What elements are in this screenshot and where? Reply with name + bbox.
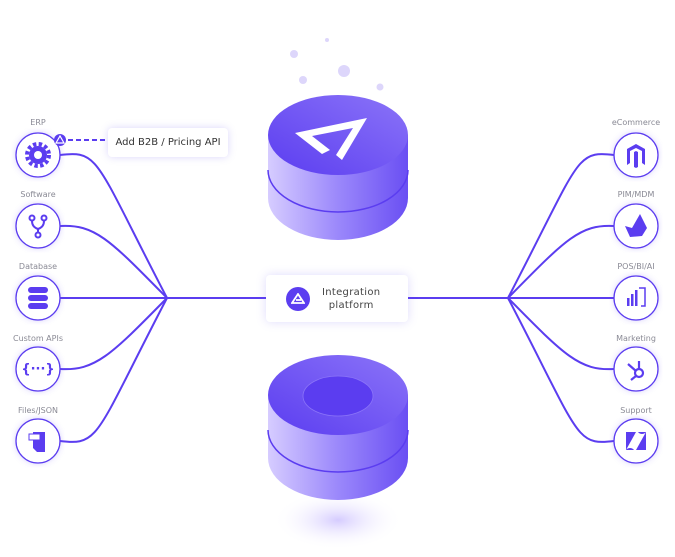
- magento-icon: [627, 144, 645, 168]
- brand-logo-icon: [295, 118, 367, 160]
- left-node-files-json[interactable]: Files/JSON: [15, 406, 61, 464]
- left-node-software[interactable]: Software: [15, 190, 61, 249]
- zendesk-icon: [626, 432, 646, 450]
- decorative-dots: [290, 38, 384, 91]
- json-braces-icon: {···}: [21, 362, 54, 377]
- platform-title-line2: platform: [328, 299, 374, 311]
- akeneo-icon: [625, 214, 647, 237]
- right-node-pim-mdm[interactable]: PIM/MDM: [613, 190, 659, 249]
- left-node-custom-apis[interactable]: Custom APIs {···}: [13, 334, 63, 392]
- gear-icon: [25, 142, 51, 168]
- node-label: POS/BI/AI: [617, 262, 654, 271]
- node-label: ERP: [30, 118, 46, 127]
- right-node-pos-bi-ai[interactable]: POS/BI/AI: [613, 262, 659, 321]
- database-icon: [28, 287, 48, 309]
- platform-cylinder-bottom: [267, 355, 409, 500]
- node-label: Support: [620, 406, 652, 415]
- add-api-callout[interactable]: Add B2B / Pricing API: [108, 128, 228, 157]
- left-node-database[interactable]: Database: [15, 262, 61, 321]
- git-branch-icon: [28, 214, 48, 239]
- platform-logo-icon: [286, 286, 310, 311]
- node-label: PIM/MDM: [618, 190, 655, 199]
- node-label: Marketing: [616, 334, 656, 343]
- right-node-ecommerce[interactable]: eCommerce: [612, 118, 660, 178]
- node-label: Database: [19, 262, 57, 271]
- node-label: Files/JSON: [18, 406, 58, 415]
- integration-platform-box[interactable]: Integration platform: [266, 275, 408, 322]
- power-bi-icon: [627, 287, 646, 307]
- platform-title-line1: Integration: [322, 286, 381, 298]
- left-node-erp[interactable]: ERP: [15, 118, 66, 178]
- right-node-support[interactable]: Support: [613, 406, 659, 464]
- csv-file-icon: [28, 432, 45, 452]
- cylinder-glow: [273, 490, 403, 550]
- connection-lines: [59, 139, 615, 443]
- platform-cylinder-top: [267, 95, 409, 240]
- callout-text: Add B2B / Pricing API: [115, 137, 221, 148]
- node-label: eCommerce: [612, 118, 660, 127]
- node-label: Software: [20, 190, 55, 199]
- hubspot-icon: [627, 361, 645, 381]
- node-label: Custom APIs: [13, 334, 63, 343]
- right-node-marketing[interactable]: Marketing: [613, 334, 659, 392]
